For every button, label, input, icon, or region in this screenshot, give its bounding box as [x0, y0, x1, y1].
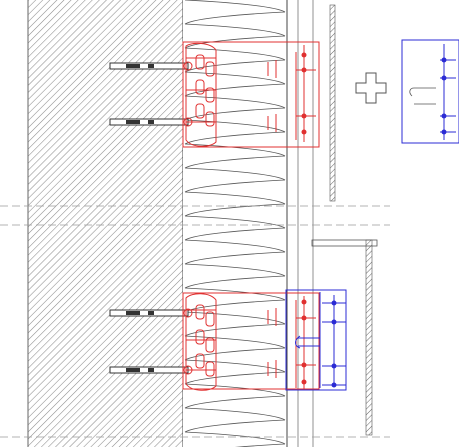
- joint-bracket-blue: [285, 289, 347, 391]
- panel-joint-centerlines: [0, 205, 390, 438]
- air-gap: [297, 0, 314, 447]
- bracket-detail-box: [401, 39, 459, 144]
- anchor-bolts: [109, 62, 189, 374]
- mineral-wool-insulation: [183, 0, 288, 447]
- facade-cladding-panel: [311, 4, 378, 436]
- plus-sign: [355, 72, 387, 104]
- wall-bracket-red: [182, 41, 320, 391]
